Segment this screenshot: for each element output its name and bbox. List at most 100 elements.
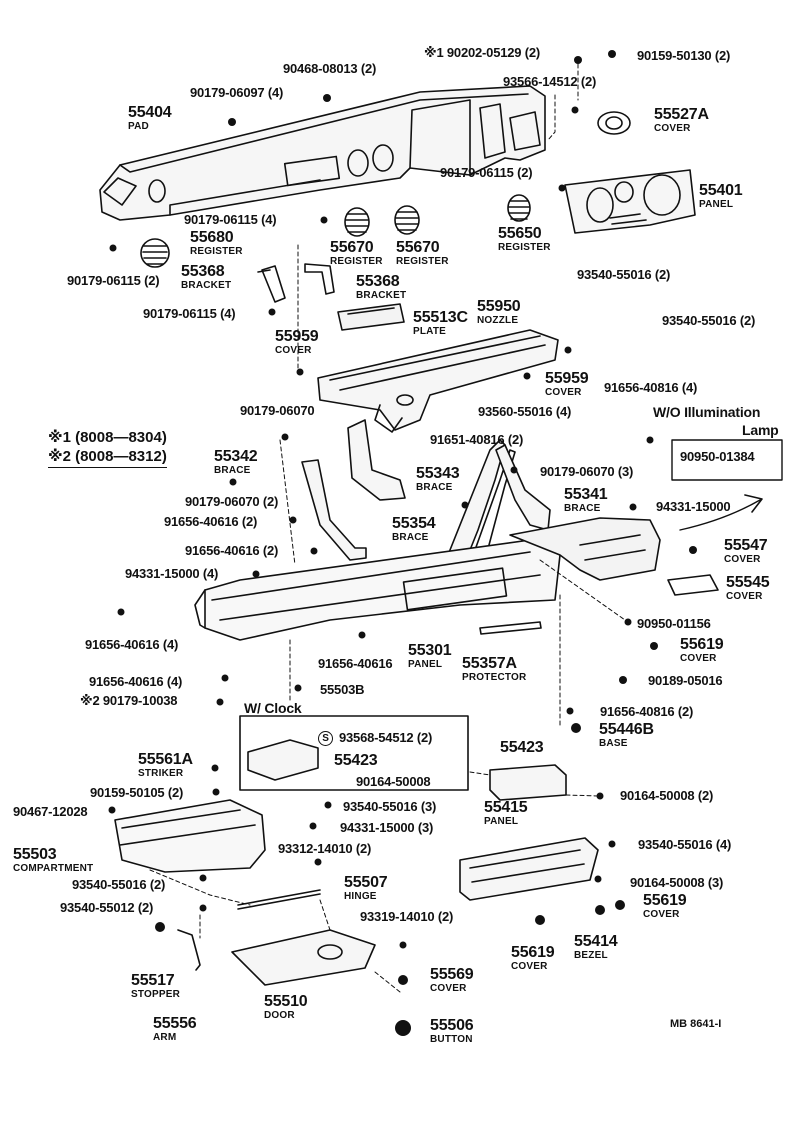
brace-55343-drawing	[347, 419, 406, 501]
part-name: REGISTER	[396, 256, 449, 267]
label-wo-illumination: W/O Illumination	[653, 405, 760, 419]
part-name: COVER	[654, 123, 691, 134]
part-number: 90468-08013 (2)	[283, 61, 377, 76]
part-number: 55343	[416, 465, 460, 482]
part-number: 55619	[643, 892, 687, 909]
label-91656-40816-b: 91656-40816 (2)	[600, 705, 693, 718]
label-90467-12028: 90467-12028	[13, 805, 88, 818]
part-number: 55670	[396, 239, 440, 256]
legend-row-2: ※2 (8008—8312)	[48, 447, 167, 468]
part-name: BEZEL	[574, 950, 608, 961]
part-number: 55547	[724, 537, 768, 554]
part-name: PROTECTOR	[462, 672, 527, 683]
part-name: BUTTON	[430, 1034, 473, 1045]
label-90159-50105: 90159-50105 (2)	[90, 786, 183, 799]
part-name: BASE	[599, 738, 628, 749]
part-number: 55503B	[320, 682, 365, 697]
part-number: 55401	[699, 182, 743, 199]
part-number: 93560-55016 (4)	[478, 404, 572, 419]
arm-55556-drawing	[177, 929, 201, 971]
part-number: 55368	[356, 273, 400, 290]
panel-55415-drawing	[459, 837, 599, 901]
part-number: 55680	[190, 229, 234, 246]
part-number: 55354	[392, 515, 436, 532]
part-name: COVER	[643, 909, 680, 920]
label-55423-a: 55423	[334, 753, 378, 769]
part-number: 93540-55012 (2)	[60, 900, 154, 915]
part-number: 93568-54512 (2)	[339, 730, 433, 745]
part-number: 55404	[128, 104, 172, 121]
brace-55342-drawing	[301, 459, 367, 561]
part-number: 55527A	[654, 106, 709, 123]
label-93540-55016-d: 93540-55016 (4)	[638, 838, 731, 851]
label-55423-b: 55423	[500, 740, 544, 756]
part-number: 93540-55016 (2)	[72, 877, 166, 892]
part-name: COVER	[430, 983, 467, 994]
part-name: DOOR	[264, 1010, 295, 1021]
part-number: 91656-40616 (2)	[185, 543, 279, 558]
label-90179-06115-a: 90179-06115 (2)	[440, 165, 533, 180]
panel-55401-drawing	[564, 169, 696, 234]
part-number: 93312-14010 (2)	[278, 841, 372, 856]
label-90164-50008-a: 90164-50008	[356, 774, 431, 789]
part-number: 90179-06115 (2)	[67, 273, 160, 288]
part-number: 90189-05016	[648, 673, 723, 688]
part-number: 90179-06115 (2)	[440, 165, 533, 180]
label-90468-08013: 90468-08013 (2)	[283, 62, 376, 75]
part-number: 55368	[181, 263, 225, 280]
part-number: 91656-40616 (2)	[164, 514, 258, 529]
label-91656-40816-a: 91656-40816 (4)	[604, 381, 697, 394]
register-55670-a-drawing	[344, 207, 370, 237]
inset-box-drawing	[671, 439, 783, 531]
label-90159-50130: 90159-50130 (2)	[637, 49, 730, 62]
part-number: 91656-40816 (4)	[604, 380, 698, 395]
part-name: STRIKER	[138, 768, 184, 779]
variant-text: Lamp	[742, 422, 779, 438]
part-number: 94331-15000 (3)	[340, 820, 434, 835]
part-number: 91651-40816 (2)	[430, 432, 524, 447]
label-90179-06070-a: 90179-06070	[240, 404, 315, 417]
compartment-55503-drawing	[114, 799, 266, 873]
part-number: 90179-06115 (4)	[184, 212, 277, 227]
label-lamp: Lamp	[742, 423, 779, 437]
part-name: COMPARTMENT	[13, 863, 94, 874]
part-name: PANEL	[484, 816, 519, 827]
part-number: 55342	[214, 448, 258, 465]
part-number: 90179-06070 (3)	[540, 464, 634, 479]
part-number: 90950-01156	[637, 616, 711, 631]
part-number: 90164-50008	[356, 774, 431, 789]
label-93540-55016-b: 93540-55016 (2)	[662, 314, 755, 327]
part-name: COVER	[275, 345, 312, 356]
part-name: STOPPER	[131, 989, 181, 1000]
label-93540-55012: 93540-55012 (2)	[60, 901, 153, 914]
part-number: 94331-15000 (4)	[125, 566, 219, 581]
part-number: 55506	[430, 1017, 474, 1034]
plate-55513c-drawing	[337, 303, 405, 331]
part-number: 55423	[334, 752, 378, 769]
label-90179-06097: 90179-06097 (4)	[190, 86, 283, 99]
label-90950-01156: 90950-01156	[637, 617, 711, 630]
part-name: COVER	[726, 591, 763, 602]
label-90179-06070-b: 90179-06070 (3)	[540, 465, 633, 478]
part-number: 55446B	[599, 721, 654, 738]
part-number: 90179-06097 (4)	[190, 85, 284, 100]
part-number: 93540-55016 (4)	[638, 837, 732, 852]
hinge-55507-drawing	[237, 889, 321, 910]
